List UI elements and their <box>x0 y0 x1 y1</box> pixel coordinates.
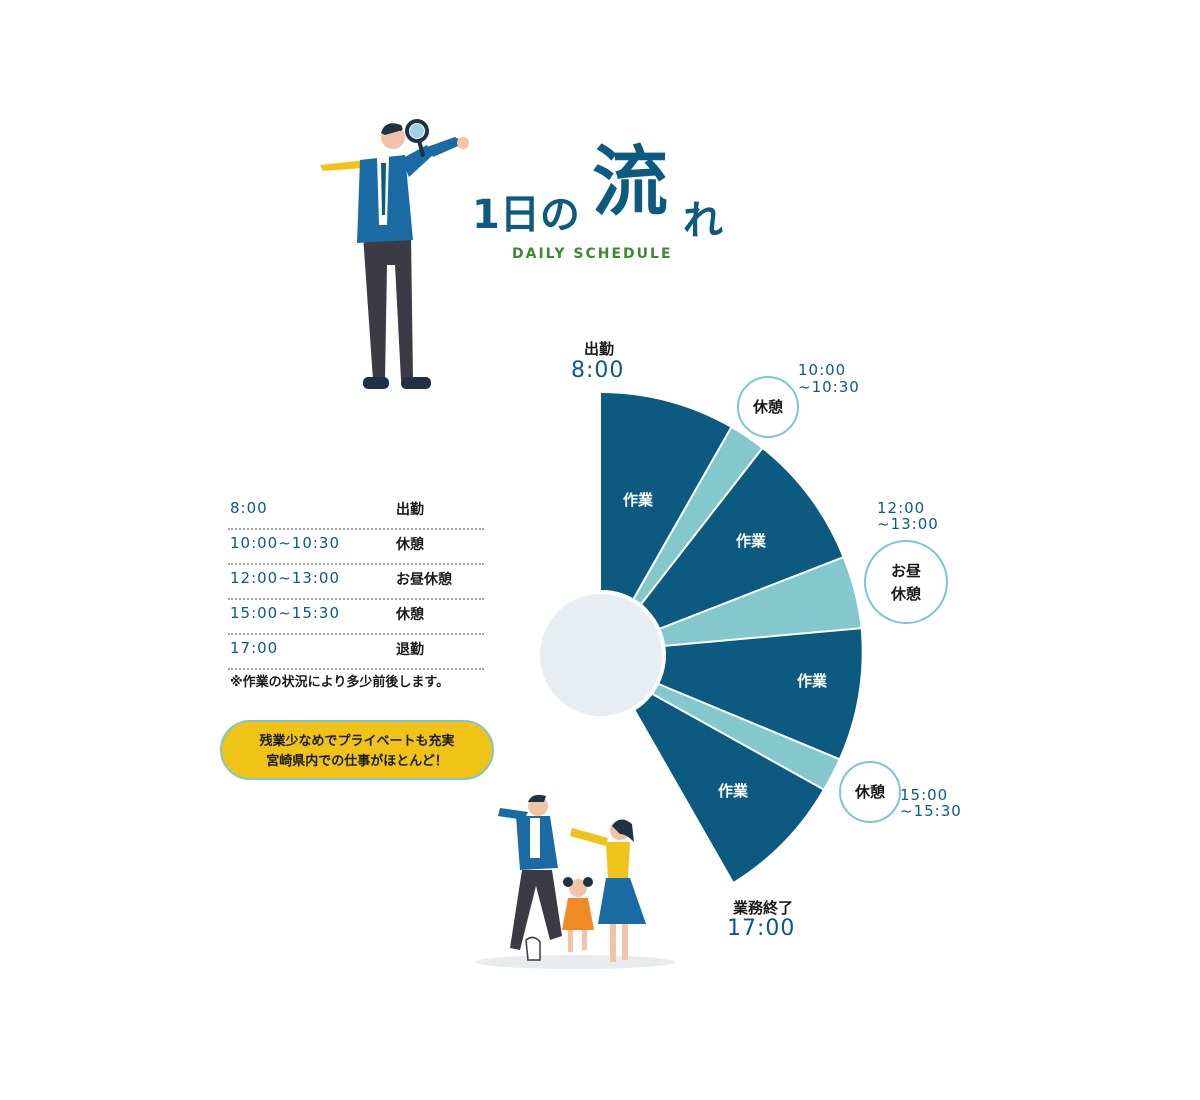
schedule-table: 8:00 出勤 10:00~10:30 休憩 12:00~13:00 お昼休憩 … <box>228 495 484 670</box>
lunch-label-line2: 休憩 <box>890 585 921 603</box>
schedule-time: 10:00~10:30 <box>230 534 341 552</box>
banner-line-2: 宮崎県内での仕事がほとんど！ <box>266 754 448 769</box>
schedule-label: 休憩 <box>396 537 424 553</box>
segment-work-1 <box>601 392 731 599</box>
end-time: 17:00 <box>727 916 796 941</box>
title-main-char: 流 <box>592 137 668 226</box>
break-1-badge: 休憩 <box>737 376 799 438</box>
highlight-banner: 残業少なめでプライベートも充実 宮崎県内での仕事がほとんど！ <box>220 720 494 780</box>
schedule-time: 15:00~15:30 <box>230 604 341 622</box>
family-illustration <box>475 794 675 969</box>
schedule-row: 8:00 出勤 <box>228 495 484 530</box>
title-prefix: 1日の <box>472 192 580 238</box>
schedule-time: 8:00 <box>230 499 268 517</box>
lunch-badge: お昼 休憩 <box>864 540 948 624</box>
schedule-row: 10:00~10:30 休憩 <box>228 530 484 565</box>
segment-break-2 <box>653 684 839 790</box>
break-2-label: 休憩 <box>854 783 885 801</box>
schedule-note: ※作業の状況により多少前後します。 <box>230 675 450 690</box>
segment-work-2 <box>641 448 843 630</box>
schedule-label: 休憩 <box>396 607 424 623</box>
schedule-row: 17:00 退勤 <box>228 635 484 670</box>
schedule-row: 12:00~13:00 お昼休憩 <box>228 565 484 600</box>
segment-lunch <box>658 557 861 646</box>
schedule-time: 12:00~13:00 <box>230 569 341 587</box>
schedule-fan-diagram: 作業 作業 作業 作業 <box>536 392 862 882</box>
lunch-time-start: 12:00 <box>877 499 926 517</box>
schedule-label: 退勤 <box>396 642 424 658</box>
start-label: 出勤 <box>584 340 615 358</box>
break-1-time-start: 10:00 <box>798 361 847 379</box>
end-label: 業務終了 <box>733 899 794 917</box>
break-1-label: 休憩 <box>752 398 783 416</box>
schedule-time: 17:00 <box>230 639 279 657</box>
break-2-badge: 休憩 <box>839 761 901 823</box>
lunch-label-line1: お昼 <box>890 562 921 580</box>
schedule-label: 出勤 <box>396 502 424 518</box>
start-time: 8:00 <box>571 358 625 383</box>
break-1-time-end: ~10:30 <box>798 378 860 396</box>
segment-work-1-label: 作業 <box>623 491 654 509</box>
segment-work-2-label: 作業 <box>736 532 767 550</box>
break-2-time-start: 15:00 <box>900 786 949 804</box>
segment-work-4 <box>633 694 823 882</box>
schedule-row: 15:00~15:30 休憩 <box>228 600 484 635</box>
man-with-magnifier-illustration <box>320 119 469 389</box>
schedule-label: お昼休憩 <box>396 572 452 588</box>
segment-work-3-label: 作業 <box>797 672 828 690</box>
segment-work-4-label: 作業 <box>718 782 749 800</box>
break-2-time-end: ~15:30 <box>900 802 962 820</box>
fan-hub <box>536 590 666 720</box>
subtitle: DAILY SCHEDULE <box>512 246 673 262</box>
banner-line-1: 残業少なめでプライベートも充実 <box>259 734 455 749</box>
segment-break-1 <box>633 427 762 604</box>
title-suffix: れ <box>683 198 723 244</box>
segment-work-3 <box>658 628 862 759</box>
lunch-time-end: ~13:00 <box>877 515 939 533</box>
